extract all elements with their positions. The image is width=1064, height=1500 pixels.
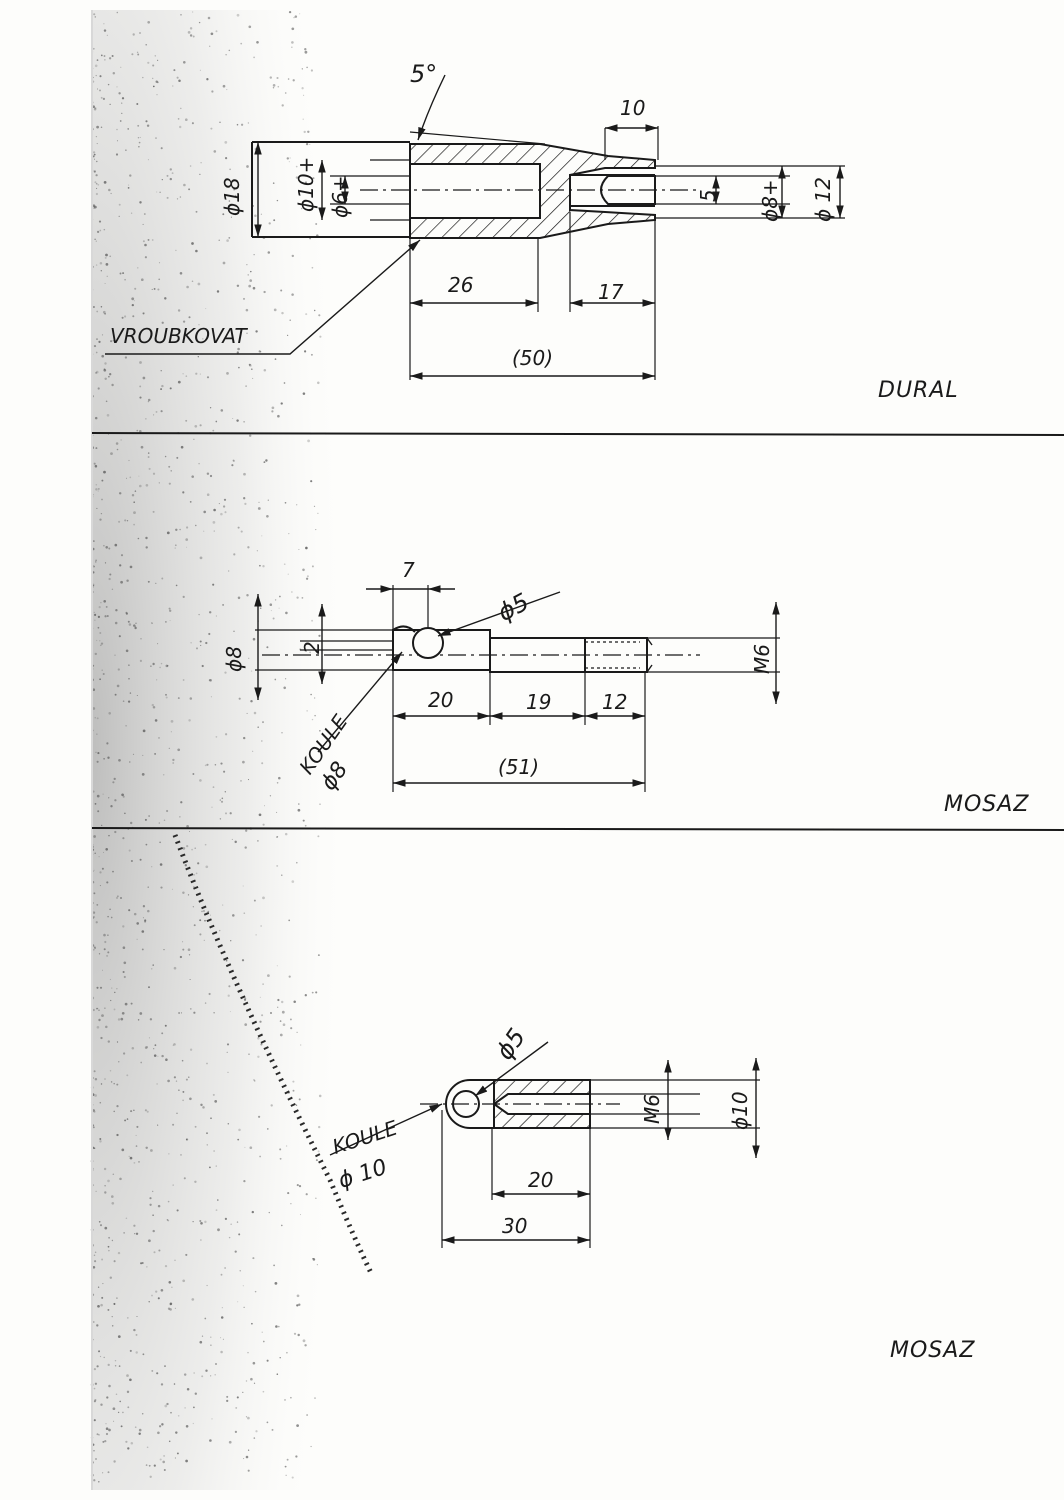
toner-shadow: [92, 10, 352, 1490]
part-2-dim-12: 12: [602, 690, 628, 714]
part-3-dim-m6: M6: [640, 1094, 664, 1124]
part-2-dim-7: 7: [402, 558, 415, 582]
part-2-dim-19: 19: [526, 690, 552, 714]
section-divider-1: [91, 432, 1064, 436]
part-1-dim-d6: ϕ6+: [328, 175, 352, 218]
part-2-dim-d8: ϕ8: [222, 646, 246, 672]
fold-mark: [172, 834, 375, 1277]
part-3-dim-20: 20: [528, 1168, 554, 1192]
part-1-dim-d8: ϕ8+: [758, 179, 782, 222]
part-3-dim-30: 30: [502, 1214, 528, 1238]
part-1-dim-5: 5: [696, 189, 720, 202]
part-2-dim-m6: M6: [750, 644, 774, 674]
part-2-dim-51: (51): [498, 755, 540, 779]
part-1-slot: [600, 175, 656, 205]
part-3-drawing: [329, 1041, 760, 1248]
part-1-bore: [409, 163, 541, 219]
part-1-drawing: [105, 74, 845, 380]
part-3-dim-d10: ϕ10: [728, 1091, 752, 1130]
part-1-knurl-note: VROUBKOVAT: [110, 324, 247, 348]
section-divider-2: [91, 827, 1064, 831]
part-1-dim-17: 17: [598, 280, 624, 304]
part-2-dim-20: 20: [428, 688, 454, 712]
part-3-material: MOSAZ: [890, 1338, 976, 1363]
part-1-dim-d10: ϕ10+: [294, 156, 318, 212]
part-1-angle-label: 5°: [410, 60, 438, 88]
part-1-dim-d12: ϕ 12: [811, 177, 835, 222]
part-1-dim-d18: ϕ18: [220, 177, 244, 216]
part-2-drawing: [254, 585, 780, 792]
part-2-material: MOSAZ: [944, 792, 1030, 817]
part-1-dim-10: 10: [620, 96, 646, 120]
part-1-material: DURAL: [878, 378, 959, 403]
part-1-dim-26: 26: [448, 273, 474, 297]
part-2-dim-2: 2: [300, 641, 324, 654]
part-1-dim-50: (50): [512, 346, 554, 370]
